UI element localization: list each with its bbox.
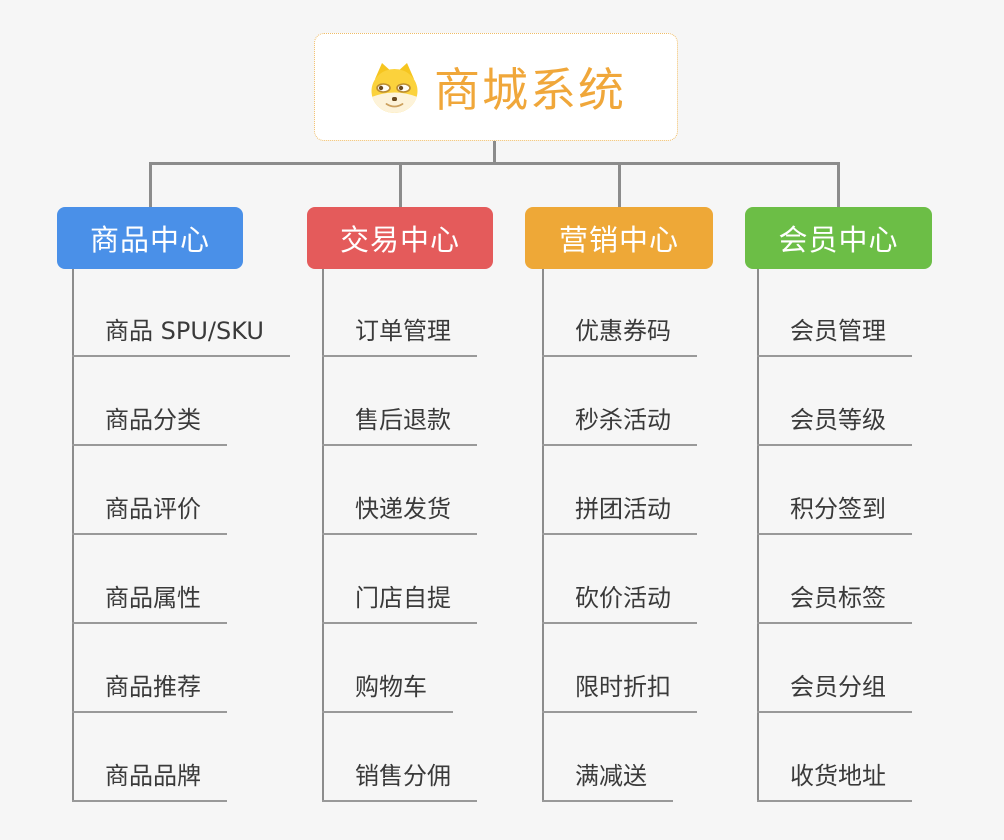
- sub-topic[interactable]: 收货地址: [757, 760, 912, 802]
- branch-drop-connector: [618, 162, 621, 208]
- sub-topic[interactable]: 商品 SPU/SKU: [72, 315, 290, 357]
- sub-topic[interactable]: 拼团活动: [542, 493, 697, 535]
- root-topic[interactable]: 商城系统: [314, 33, 678, 141]
- branch-topic[interactable]: 交易中心: [307, 207, 493, 269]
- branch-trunk-connector: [322, 269, 324, 802]
- sub-topic[interactable]: 会员标签: [757, 582, 912, 624]
- branch-drop-connector: [149, 162, 152, 208]
- sub-topic[interactable]: 砍价活动: [542, 582, 697, 624]
- branch-drop-connector: [837, 162, 840, 208]
- sub-topic[interactable]: 快递发货: [322, 493, 477, 535]
- sub-topic[interactable]: 门店自提: [322, 582, 477, 624]
- sub-topic[interactable]: 商品推荐: [72, 671, 227, 713]
- sub-topic[interactable]: 优惠券码: [542, 315, 697, 357]
- sub-topic[interactable]: 积分签到: [757, 493, 912, 535]
- sub-topic[interactable]: 限时折扣: [542, 671, 697, 713]
- doge-icon: [366, 60, 423, 114]
- branch-drop-connector: [399, 162, 402, 208]
- sub-topic[interactable]: 商品品牌: [72, 760, 227, 802]
- branch-trunk-connector: [757, 269, 759, 802]
- sub-topic[interactable]: 会员等级: [757, 404, 912, 446]
- branch-topic-label: 交易中心: [339, 223, 460, 257]
- sub-topic[interactable]: 商品分类: [72, 404, 227, 446]
- branch-topic-label: 商品中心: [89, 223, 210, 257]
- root-topic-label: 商城系统: [434, 63, 626, 117]
- sub-topic[interactable]: 会员管理: [757, 315, 912, 357]
- sub-topic[interactable]: 商品评价: [72, 493, 227, 535]
- branch-topic[interactable]: 商品中心: [57, 207, 243, 269]
- branch-topic[interactable]: 会员中心: [745, 207, 932, 269]
- sub-topic[interactable]: 商品属性: [72, 582, 227, 624]
- branch-topic[interactable]: 营销中心: [525, 207, 713, 269]
- branch-rail-connector: [149, 162, 839, 165]
- sub-topic[interactable]: 售后退款: [322, 404, 477, 446]
- root-stem-connector: [493, 141, 496, 163]
- sub-topic[interactable]: 购物车: [322, 671, 453, 713]
- sub-topic[interactable]: 秒杀活动: [542, 404, 697, 446]
- branch-topic-label: 会员中心: [778, 223, 899, 257]
- sub-topic[interactable]: 满减送: [542, 760, 673, 802]
- sub-topic[interactable]: 订单管理: [322, 315, 477, 357]
- branch-trunk-connector: [72, 269, 74, 802]
- branch-topic-label: 营销中心: [558, 223, 679, 257]
- sub-topic[interactable]: 会员分组: [757, 671, 912, 713]
- sub-topic[interactable]: 销售分佣: [322, 760, 477, 802]
- branch-trunk-connector: [542, 269, 544, 802]
